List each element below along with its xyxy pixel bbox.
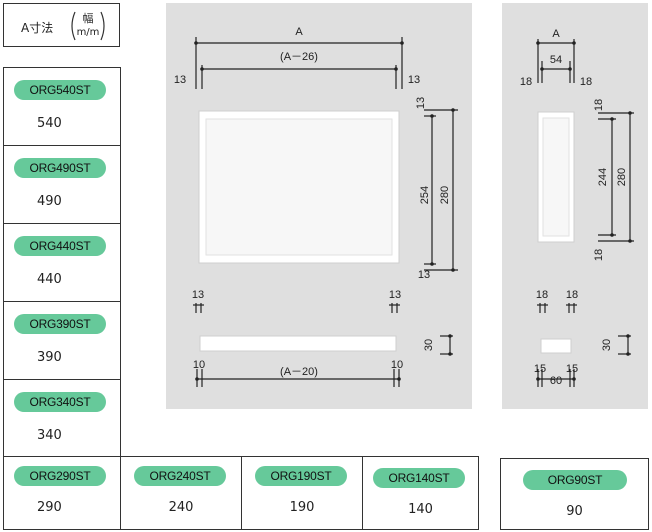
dim-13-bottom: 13 bbox=[418, 269, 430, 281]
wide-shelf-diagram: A (A－26) 13 13 13 13 254 280 13 13 (A－20… bbox=[166, 3, 472, 409]
model-value: 340 bbox=[37, 428, 62, 443]
narrow-shelf-diagram: A 54 18 18 18 18 244 280 18 18 15 60 15 … bbox=[502, 3, 648, 409]
model-name-pill: ORG390ST bbox=[14, 314, 106, 334]
model-value: 440 bbox=[37, 272, 62, 287]
model-name-pill: ORG240ST bbox=[134, 466, 226, 486]
model-cell-240: ORG240ST 240 bbox=[120, 456, 242, 530]
paren-shape bbox=[71, 11, 105, 41]
dim-30-narrow: 30 bbox=[601, 339, 613, 351]
header-paren-bottom: m/m bbox=[76, 27, 100, 38]
dimension-header: A寸法 幅 m/m bbox=[3, 3, 120, 47]
model-cell-490: ORG490ST 490 bbox=[3, 145, 121, 224]
model-value: 290 bbox=[37, 500, 62, 515]
model-value: 490 bbox=[37, 194, 62, 209]
model-cell-540: ORG540ST 540 bbox=[3, 67, 121, 146]
dim-18-shelf-right: 18 bbox=[566, 289, 578, 301]
model-value: 140 bbox=[408, 502, 433, 517]
dim-60: 60 bbox=[550, 375, 562, 387]
dim-18-bottom: 18 bbox=[593, 249, 605, 261]
dim-10-right: 10 bbox=[391, 359, 403, 371]
dim-13-shelf-left: 13 bbox=[192, 289, 204, 301]
dim-13-left: 13 bbox=[174, 74, 186, 86]
model-name-pill: ORG140ST bbox=[373, 468, 465, 488]
dim-18-left: 18 bbox=[520, 76, 532, 88]
model-value: 540 bbox=[37, 116, 62, 131]
model-value: 240 bbox=[168, 500, 194, 515]
model-cell-440: ORG440ST 440 bbox=[3, 223, 121, 302]
model-name-pill: ORG290ST bbox=[14, 466, 106, 486]
narrow-shelf-drawing: A 54 18 18 18 18 244 280 18 18 15 60 15 … bbox=[520, 28, 634, 387]
wide-shelf-drawing: A (A－26) 13 13 13 13 254 280 13 13 (A－20… bbox=[174, 26, 458, 387]
model-name-pill: ORG440ST bbox=[14, 236, 106, 256]
dim-18-top: 18 bbox=[593, 99, 605, 111]
dim-a-narrow: A bbox=[552, 28, 560, 40]
dim-280: 280 bbox=[439, 186, 451, 204]
model-name-pill: ORG340ST bbox=[14, 392, 106, 412]
dim-a: A bbox=[295, 26, 303, 38]
dim-18-right: 18 bbox=[580, 76, 592, 88]
header-label: A寸法 bbox=[21, 21, 54, 35]
dim-18-shelf-left: 18 bbox=[536, 289, 548, 301]
model-cell-90: ORG90ST 90 bbox=[500, 458, 649, 530]
unit-paren: 幅 m/m bbox=[68, 10, 108, 42]
dim-a-minus-20: (A－20) bbox=[280, 366, 318, 378]
model-name-pill: ORG90ST bbox=[523, 470, 627, 490]
model-value: 190 bbox=[289, 500, 315, 515]
model-name-pill: ORG190ST bbox=[255, 466, 347, 486]
model-cell-390: ORG390ST 390 bbox=[3, 301, 121, 380]
dim-54: 54 bbox=[550, 54, 562, 66]
model-cell-290: ORG290ST 290 bbox=[3, 456, 121, 530]
dim-280-narrow: 280 bbox=[616, 168, 628, 186]
model-name-pill: ORG540ST bbox=[14, 80, 106, 100]
dim-254: 254 bbox=[419, 186, 431, 204]
dim-10-left: 10 bbox=[193, 359, 205, 371]
dim-15-right: 15 bbox=[566, 363, 578, 375]
model-value: 90 bbox=[566, 504, 583, 519]
dim-244: 244 bbox=[597, 168, 609, 186]
header-paren-top: 幅 bbox=[82, 12, 94, 25]
dim-13-top: 13 bbox=[415, 97, 427, 109]
dim-15-left: 15 bbox=[534, 363, 546, 375]
model-cell-340: ORG340ST 340 bbox=[3, 379, 121, 458]
model-cell-190: ORG190ST 190 bbox=[241, 456, 363, 530]
model-cell-140: ORG140ST 140 bbox=[362, 456, 479, 530]
dim-13-shelf-right: 13 bbox=[389, 289, 401, 301]
model-value: 390 bbox=[37, 350, 62, 365]
dim-a-minus-26: (A－26) bbox=[280, 51, 318, 63]
model-name-pill: ORG490ST bbox=[14, 158, 106, 178]
dim-13-right: 13 bbox=[408, 74, 420, 86]
dim-30: 30 bbox=[423, 339, 435, 351]
